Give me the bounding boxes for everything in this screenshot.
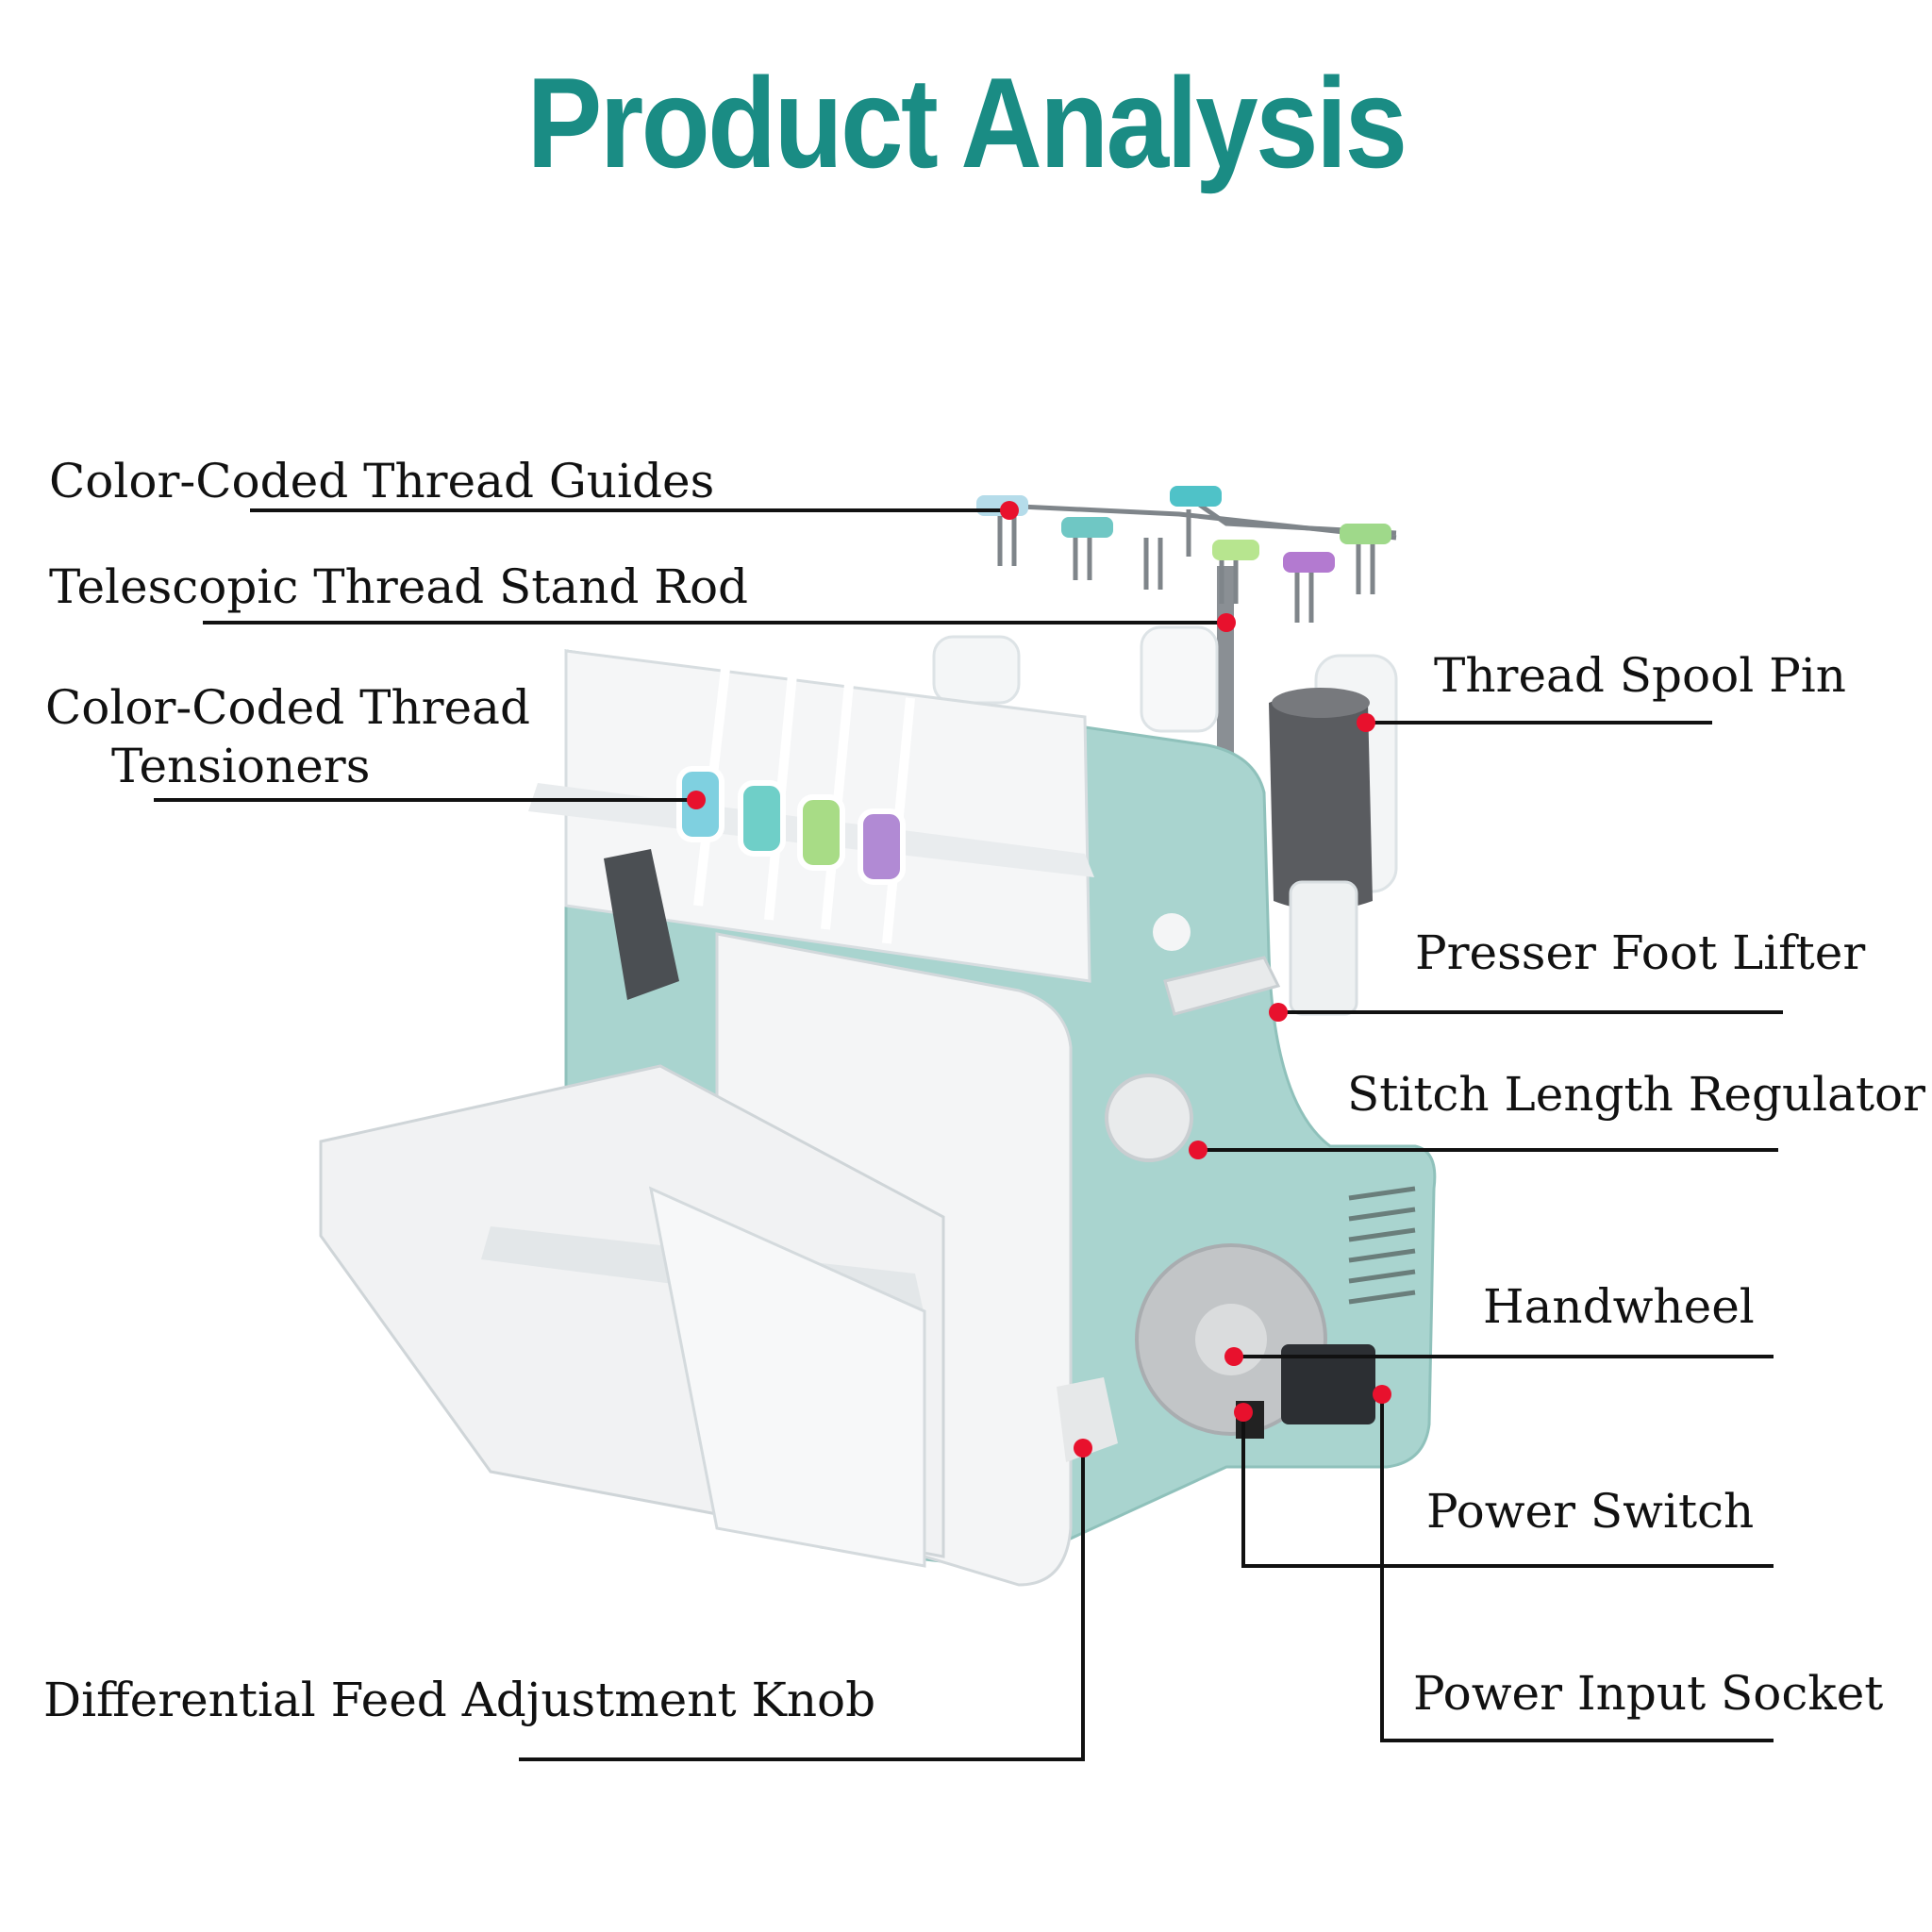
label-thread-guides: Color-Coded Thread Guides [49, 454, 715, 508]
thread-guide-caps [976, 486, 1391, 573]
stand-rod [1217, 566, 1234, 755]
label-diff-feed: Differential Feed Adjustment Knob [43, 1673, 876, 1727]
marker-spool-pin [1357, 713, 1375, 732]
side-controls [1057, 913, 1416, 1462]
label-stitch-length: Stitch Length Regulator [1347, 1067, 1926, 1122]
marker-presser-foot [1269, 1003, 1288, 1022]
thread-guide-rack [980, 488, 1397, 623]
leader-power-socket [1380, 1394, 1774, 1742]
label-presser-foot: Presser Foot Lifter [1415, 925, 1866, 980]
label-power-socket: Power Input Socket [1413, 1666, 1884, 1721]
label-handwheel: Handwheel [1483, 1279, 1755, 1334]
page-title: Product Analysis [526, 51, 1408, 194]
marker-thread-guides [1000, 501, 1019, 520]
marker-tensioners [687, 791, 706, 809]
marker-stitch-length [1189, 1141, 1208, 1159]
leader-power-switch [1241, 1412, 1774, 1568]
marker-stand-rod [1217, 613, 1236, 632]
label-stand-rod: Telescopic Thread Stand Rod [49, 559, 749, 614]
label-spool-pin: Thread Spool Pin [1434, 648, 1846, 703]
thread-spools [932, 625, 1398, 1016]
marker-diff-feed [1074, 1439, 1092, 1457]
leader-diff-feed [519, 1448, 1085, 1761]
label-tensioners-line1: Color-Coded Thread [45, 680, 530, 735]
label-power-switch: Power Switch [1426, 1484, 1755, 1539]
marker-handwheel [1224, 1347, 1243, 1366]
marker-power-socket [1373, 1385, 1391, 1404]
marker-power-switch [1234, 1403, 1253, 1422]
label-tensioners-line2: Tensioners [111, 739, 371, 793]
